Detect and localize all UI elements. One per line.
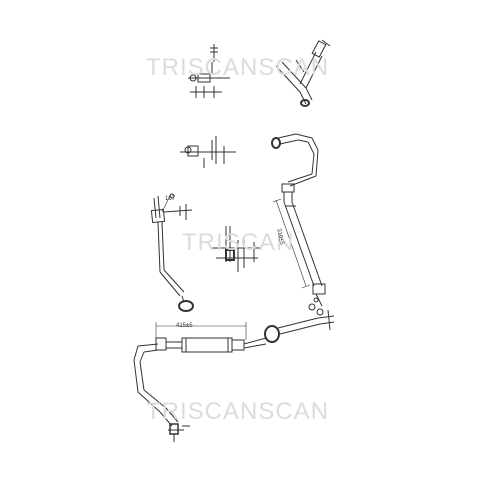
detail-junction-centre: [212, 226, 262, 272]
detail-fitting-top-left: [188, 44, 230, 98]
watermark-bottom: TRISCANSCAN: [146, 398, 330, 425]
watermark-top: TRISCANSCAN: [146, 54, 330, 81]
watermark-middle: TRISCAN: [182, 229, 295, 256]
detail-fitting-top-right: [275, 39, 331, 107]
detail-fitting-middle: [180, 136, 236, 168]
dimension-top-small: 167: [165, 196, 176, 202]
dimension-main-hose: 415±5: [176, 323, 193, 329]
hose-right-upper: [271, 133, 326, 316]
pipe-left: [150, 193, 194, 312]
hose-bottom: [133, 309, 335, 442]
